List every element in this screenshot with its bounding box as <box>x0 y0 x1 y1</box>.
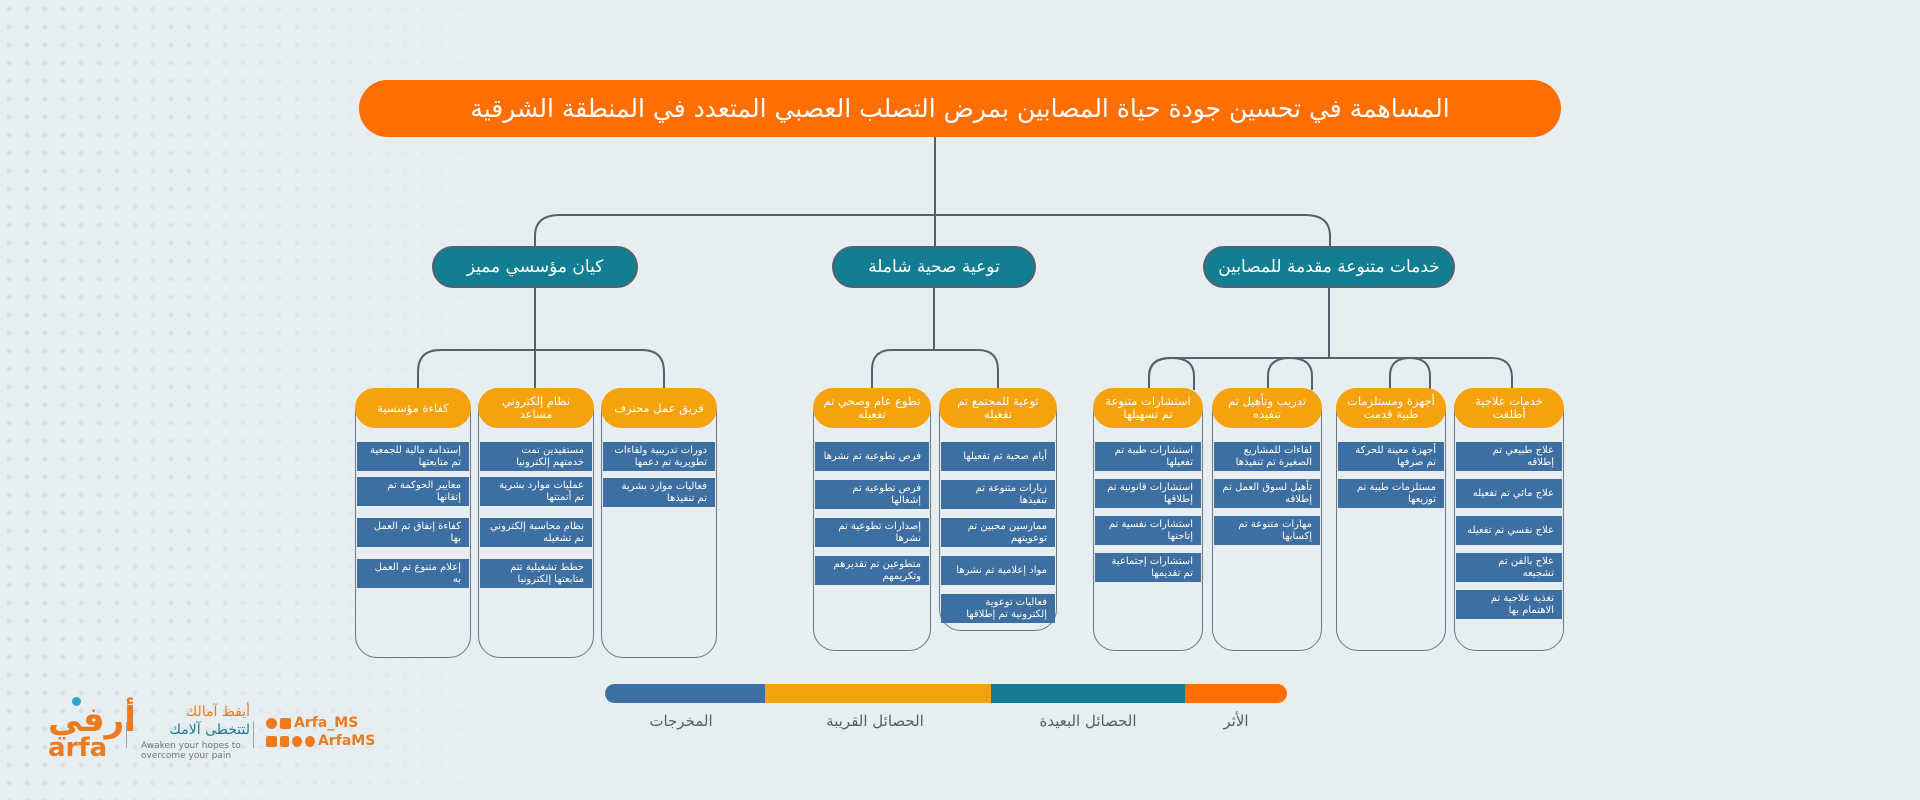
output-item: علاج طبيعي تم إطلاقه <box>1456 442 1562 471</box>
output-item: إستدامة مالية للجمعية تم متابعتها <box>357 442 469 471</box>
output-item: تأهيل لسوق العمل تم إطلاقه <box>1214 479 1320 508</box>
social-handle-1[interactable]: Arfa_MS <box>266 715 358 731</box>
output-item: لقاءات للمشاريع الصغيرة تم تنفيذها <box>1214 442 1320 471</box>
branch-institution: كيان مؤسسي مميز <box>432 246 638 288</box>
social-handle-2-text: ArfaMS <box>318 733 376 749</box>
linkedin-icon <box>280 735 289 747</box>
column-header-electronic-system: نظام إلكتروني مساعد <box>478 388 594 428</box>
output-item: إصدارات تطوعية تم نشرها <box>815 518 929 547</box>
output-item: دورات تدريبية ولقاءات تطويرية تم دعمها <box>603 442 715 471</box>
output-item: فعاليات توعوية إلكترونية تم إطلاقها <box>941 594 1055 623</box>
output-item: مستفيدين تمت خدمتهم إلكترونيا <box>480 442 592 471</box>
output-item: مهارات متنوعة تم إكسابها <box>1214 516 1320 545</box>
logo-dot <box>72 697 81 706</box>
output-item: فرص تطوعية تم إشغالها <box>815 480 929 509</box>
social-handle-1-text: Arfa_MS <box>294 715 359 731</box>
column-header-professional-team: فريق عمل محترف <box>601 388 717 428</box>
legend-label-short-term: الحصائل القريبة <box>826 712 924 730</box>
output-item: مواد إعلامية تم نشرها <box>941 556 1055 585</box>
facebook-icon <box>280 717 291 729</box>
snapchat-icon <box>305 735 315 747</box>
legend-label-impact: الأثر <box>1223 712 1249 730</box>
column-header-consultations: استشارات متنوعة تم تسهيلها <box>1093 388 1203 428</box>
column-header-institutional-efficiency: كفاءة مؤسسية <box>355 388 471 428</box>
output-item: إعلام متنوع تم العمل به <box>357 559 469 588</box>
column-header-devices: أجهزة ومستلزمات طبية قدمت <box>1336 388 1446 428</box>
output-item: علاج بالفن تم تشجيعه <box>1456 553 1562 582</box>
output-item: نظام محاسبة إلكتروني تم تشغيله <box>480 518 592 547</box>
output-item: علاج مائي تم تفعيله <box>1456 479 1562 508</box>
legend-bar-long-term <box>991 684 1185 703</box>
logo-arabic: أرفي <box>48 700 136 740</box>
youtube-icon <box>266 735 277 747</box>
impact-title: المساهمة في تحسين جودة حياة المصابين بمر… <box>359 80 1561 137</box>
column-header-community-awareness: توعية للمجتمع تم تفعيله <box>939 388 1057 428</box>
output-item: تغذية علاجية تم الاهتمام بها <box>1456 590 1562 619</box>
legend-bar-impact <box>1185 684 1287 703</box>
branch-awareness: توعية صحية شاملة <box>832 246 1036 288</box>
output-item: استشارات قانونية تم إطلاقها <box>1095 479 1201 508</box>
output-item: مستلزمات طبية تم توزيعها <box>1338 479 1444 508</box>
output-item: علاج نفسي تم تفعيله <box>1456 516 1562 545</box>
output-item: زيارات متنوعة تم تنفيذها <box>941 480 1055 509</box>
output-item: استشارات نفسية تم إتاحتها <box>1095 516 1201 545</box>
output-item: عمليات موارد بشرية تم أتمتتها <box>480 477 592 506</box>
column-frame <box>939 388 1057 631</box>
output-item: فرص تطوعية تم نشرها <box>815 442 929 471</box>
output-item: كفاءة إنفاق تم العمل بها <box>357 518 469 547</box>
legend-label-outputs: المخرجات <box>649 712 713 730</box>
tagline-arabic-line2: لتتخطى آلامك <box>169 722 250 738</box>
legend-bar-outputs <box>605 684 765 703</box>
output-item: خطط تشغيلية تتم متابعتها إلكترونيا <box>480 559 592 588</box>
logo-english: arfa <box>48 733 108 763</box>
column-header-training: تدريب وتأهيل تم تنفيذه <box>1212 388 1322 428</box>
footer-divider <box>253 722 254 748</box>
output-item: استشارات طبية تم تفعيلها <box>1095 442 1201 471</box>
output-item: استشارات إجتماعية تم تقديمها <box>1095 553 1201 582</box>
branch-services: خدمات متنوعة مقدمة للمصابين <box>1203 246 1455 288</box>
legend-label-long-term: الحصائل البعيدة <box>1039 712 1137 730</box>
output-item: أيام صحية تم تفعيلها <box>941 442 1055 471</box>
social-handle-2[interactable]: ArfaMS <box>266 733 375 749</box>
output-item: معايير الحوكمة تم إتقانها <box>357 477 469 506</box>
column-frame <box>601 388 717 658</box>
output-item: ممارسين محبين تم توعويتهم <box>941 518 1055 547</box>
output-item: متطوعين تم تقديرهم وتكريمهم <box>815 556 929 585</box>
legend-bar-short-term <box>765 684 991 703</box>
output-item: أجهزة معينة للحركة تم صرفها <box>1338 442 1444 471</box>
tagline-arabic-line1: أيقظ آمالك <box>185 704 250 720</box>
twitter-icon <box>292 735 302 747</box>
footer-divider <box>126 722 127 748</box>
instagram-icon <box>266 717 277 729</box>
tagline-english: Awaken your hopes to overcome your pain <box>141 741 241 761</box>
output-item: فعاليات موارد بشرية تم تنفيذها <box>603 478 715 507</box>
column-header-volunteering: تطوع عام وصحي تم تفعيله <box>813 388 931 428</box>
column-header-therapy: خدمات علاجية أطلقت <box>1454 388 1564 428</box>
